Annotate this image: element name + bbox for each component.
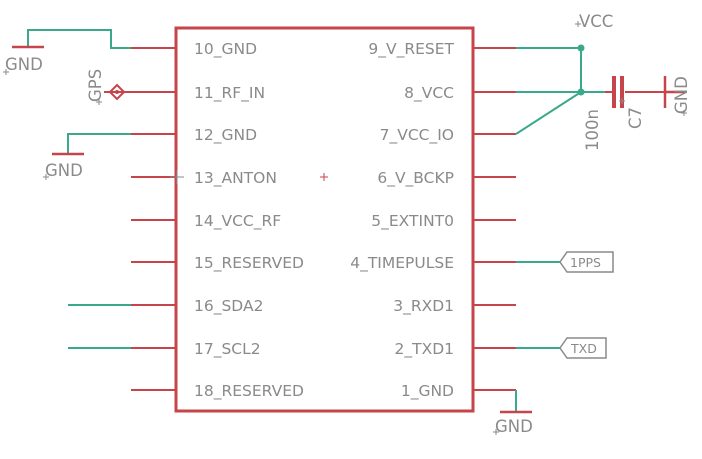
pin-label-4: 4_TIMEPULSE bbox=[350, 254, 454, 273]
pin-label-17: 17_SCL2 bbox=[194, 340, 261, 359]
origin-marks bbox=[320, 173, 328, 181]
label-origin-marks bbox=[3, 21, 687, 435]
pin-label-7: 7_VCC_IO bbox=[380, 126, 454, 145]
wire-vccio-vcc bbox=[515, 91, 582, 135]
net-labels: GND GND GND VCC GND GPS 100n C7 bbox=[5, 12, 691, 436]
tag-1pps-shape bbox=[559, 251, 614, 273]
gps-pad-diamond bbox=[108, 83, 126, 101]
pin-label-13: 13_ANTON bbox=[194, 169, 277, 188]
pin-label-12: 12_GND bbox=[194, 126, 257, 145]
gps-label: GPS bbox=[86, 69, 105, 102]
wire-pin12-gnd bbox=[67, 133, 131, 154]
gnd-label-1: GND bbox=[5, 55, 43, 74]
net-wires bbox=[27, 29, 605, 412]
pin-label-2: 2_TXD1 bbox=[395, 340, 455, 359]
left-pin-stubs bbox=[131, 47, 176, 391]
gnd-label-3: GND bbox=[495, 417, 533, 436]
tag-1pps: 1PPS bbox=[559, 251, 614, 273]
cap-value-label: 100n bbox=[583, 109, 602, 151]
left-pin-labels: 10_GND 11_RF_IN 12_GND 13_ANTON 14_VCC_R… bbox=[194, 40, 304, 401]
pin-label-14: 14_VCC_RF bbox=[194, 212, 281, 231]
capacitor-c7 bbox=[605, 76, 665, 108]
pin-label-15: 15_RESERVED bbox=[194, 254, 304, 273]
tag-txd-shape bbox=[559, 337, 607, 359]
junction-dot bbox=[577, 44, 585, 52]
pin-label-6: 6_V_BCKP bbox=[377, 169, 454, 188]
right-pin-stubs bbox=[473, 47, 516, 391]
pin-label-5: 5_EXTINT0 bbox=[371, 212, 454, 231]
pin-label-11: 11_RF_IN bbox=[194, 84, 265, 103]
tag-txd-label: TXD bbox=[570, 341, 597, 356]
wire-pin10-gnd bbox=[27, 29, 131, 49]
pin-label-18: 18_RESERVED bbox=[194, 382, 304, 401]
junction-dot bbox=[577, 88, 585, 96]
pin-label-3: 3_RXD1 bbox=[393, 297, 454, 316]
gps-antenna-pad bbox=[104, 83, 131, 101]
cap-plate-right bbox=[620, 76, 624, 108]
gnd-label-2: GND bbox=[45, 161, 83, 180]
tag-txd: TXD bbox=[559, 337, 607, 359]
pin-label-8: 8_VCC bbox=[404, 84, 454, 103]
gnd-label-4: GND bbox=[672, 76, 691, 114]
pin-label-16: 16_SDA2 bbox=[194, 297, 263, 316]
tag-1pps-label: 1PPS bbox=[570, 255, 601, 270]
pin-label-9: 9_V_RESET bbox=[368, 40, 454, 59]
vcc-label: VCC bbox=[579, 12, 613, 31]
gps-pad-center bbox=[115, 90, 119, 94]
right-pin-labels: 9_V_RESET 8_VCC 7_VCC_IO 6_V_BCKP 5_EXTI… bbox=[350, 40, 454, 401]
cap-name-label: C7 bbox=[626, 107, 645, 129]
junctions bbox=[577, 44, 585, 96]
pin-label-1: 1_GND bbox=[401, 382, 454, 401]
cap-plate-left bbox=[612, 76, 616, 108]
pin-label-10: 10_GND bbox=[194, 40, 257, 59]
